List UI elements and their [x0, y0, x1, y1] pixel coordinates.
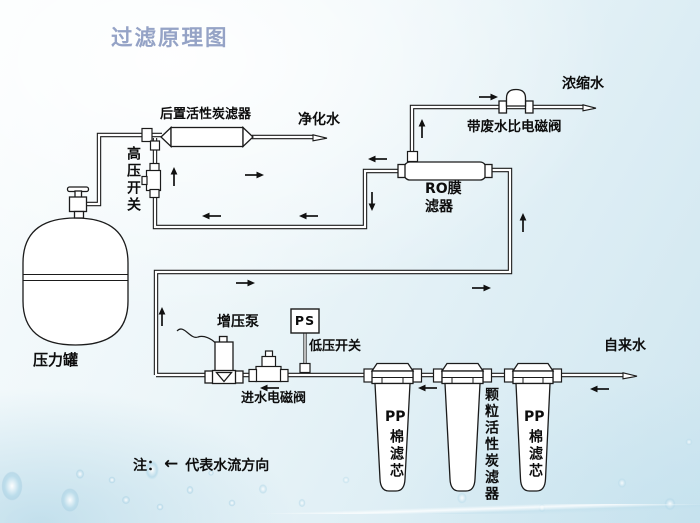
ps-box	[290, 308, 320, 334]
waste-ratio-solenoid-valve-shape	[498, 88, 534, 114]
filter-housing-right	[511, 362, 555, 492]
flow-direction-note: 注：← 代表水流方向	[133, 454, 270, 475]
filter-body	[170, 126, 244, 148]
label-inlet-solenoid-valve: 进水电磁阀	[241, 391, 307, 406]
label-high-pressure-switch: 高压开关	[125, 146, 141, 214]
valve-dome	[505, 88, 527, 107]
flow-arrow-down	[367, 191, 377, 212]
switch-nub	[141, 175, 148, 186]
flow-arrow-right	[244, 170, 265, 180]
housing-body	[515, 382, 551, 492]
label-filter-right-cartridge: 棉滤芯	[527, 429, 543, 480]
ps-pipe-fitting	[299, 362, 311, 374]
valve-flange-right	[279, 368, 289, 383]
pipe-fitting	[363, 368, 374, 383]
pipe-fitting	[482, 368, 493, 383]
valve-flange-left	[498, 100, 508, 114]
tank-body	[22, 217, 129, 346]
tee-stem-fitting	[149, 140, 161, 151]
label-low-pressure-switch: 低压开关	[309, 339, 362, 354]
low-pressure-switch-sensor	[290, 308, 320, 374]
flow-arrow-up	[157, 306, 167, 327]
pipe-fitting	[503, 368, 514, 383]
label-filter-left-pp: PP	[385, 409, 406, 425]
flow-arrow-up	[417, 118, 427, 139]
flow-arrow-left	[201, 211, 222, 221]
label-filter-middle-carbon: 颗粒活性炭滤器	[483, 387, 499, 503]
label-post-carbon-filter: 后置活性炭滤器	[160, 107, 252, 122]
pipe-end-taper-tapwater	[622, 372, 638, 380]
page-title: 过滤原理图	[111, 26, 229, 51]
ro-right-cap	[484, 163, 493, 179]
switch-bottom-fitting	[149, 188, 160, 199]
switch-body	[145, 169, 162, 192]
pipe-fitting	[432, 368, 443, 383]
tee-fitting	[141, 127, 153, 143]
pipe-fittings	[141, 127, 563, 383]
valve-flange-left	[248, 368, 258, 383]
pump-body	[214, 341, 234, 373]
valve-flange-right	[524, 100, 534, 114]
label-pressure-sensor: PS	[294, 313, 316, 328]
flow-arrow-left	[589, 384, 610, 394]
tank-ball-valve	[66, 186, 90, 219]
label-filter-left-cartridge: 棉滤芯	[388, 429, 404, 480]
filter-cone-left	[160, 125, 172, 149]
label-ro-membrane-line2: 滤器	[425, 199, 453, 215]
ro-top-fitting	[406, 150, 419, 163]
pipe-outer	[86, 104, 624, 378]
flow-arrow-left	[417, 383, 438, 393]
filter-cone-right	[242, 125, 254, 149]
housing-cap	[440, 362, 485, 372]
flow-arrow-right	[471, 283, 492, 293]
valve-neck	[73, 210, 85, 219]
housing-cap	[511, 362, 555, 372]
valve-body	[255, 365, 282, 383]
pipe-inner	[86, 105, 624, 377]
flow-arrow-right	[235, 278, 256, 288]
label-ro-membrane-line1: RO膜	[425, 181, 462, 197]
inlet-solenoid-valve-shape	[248, 350, 289, 383]
flow-arrow-up	[518, 212, 528, 233]
label-waste-ratio-valve: 带废水比电磁阀	[467, 119, 562, 135]
label-pressure-tank: 压力罐	[33, 351, 79, 369]
valve-coil	[261, 355, 277, 369]
housing-cap	[370, 362, 415, 372]
note-text: 代表水流方向	[185, 458, 270, 474]
ro-body	[403, 161, 487, 181]
ro-left-cap	[397, 163, 406, 179]
ro-membrane-filter-shape	[397, 161, 493, 181]
pump-funnel	[215, 371, 233, 383]
booster-pump-shape	[176, 328, 244, 385]
left-arrow-icon: ←	[164, 454, 179, 474]
flow-arrow-left	[298, 211, 319, 221]
pipe-end-taper-purified	[312, 134, 328, 142]
label-filter-right-pp: PP	[524, 409, 545, 425]
housing-body	[374, 382, 411, 492]
pump-power-cord	[176, 328, 216, 344]
flow-arrow-right	[478, 92, 499, 102]
flow-arrow-up	[169, 166, 179, 187]
label-tap-water: 自来水	[604, 338, 646, 354]
pressure-tank	[22, 186, 129, 346]
note-prefix: 注：	[133, 458, 161, 474]
pipe-network	[86, 104, 638, 380]
pipe-fitting	[552, 368, 563, 383]
housing-body	[444, 382, 481, 492]
filter-housing-middle	[440, 362, 485, 492]
pipe-fitting	[412, 368, 423, 383]
pipe-end-taper-waste	[582, 104, 597, 112]
label-booster-pump: 增压泵	[217, 314, 259, 330]
high-pressure-switch-shape	[141, 162, 162, 199]
label-concentrated-water: 浓缩水	[562, 76, 604, 92]
flow-arrow-left	[367, 154, 388, 164]
valve-body	[68, 196, 88, 213]
filter-housing-left	[370, 362, 415, 492]
post-carbon-filter-shape	[160, 125, 254, 149]
label-purified-water: 净化水	[298, 112, 340, 128]
